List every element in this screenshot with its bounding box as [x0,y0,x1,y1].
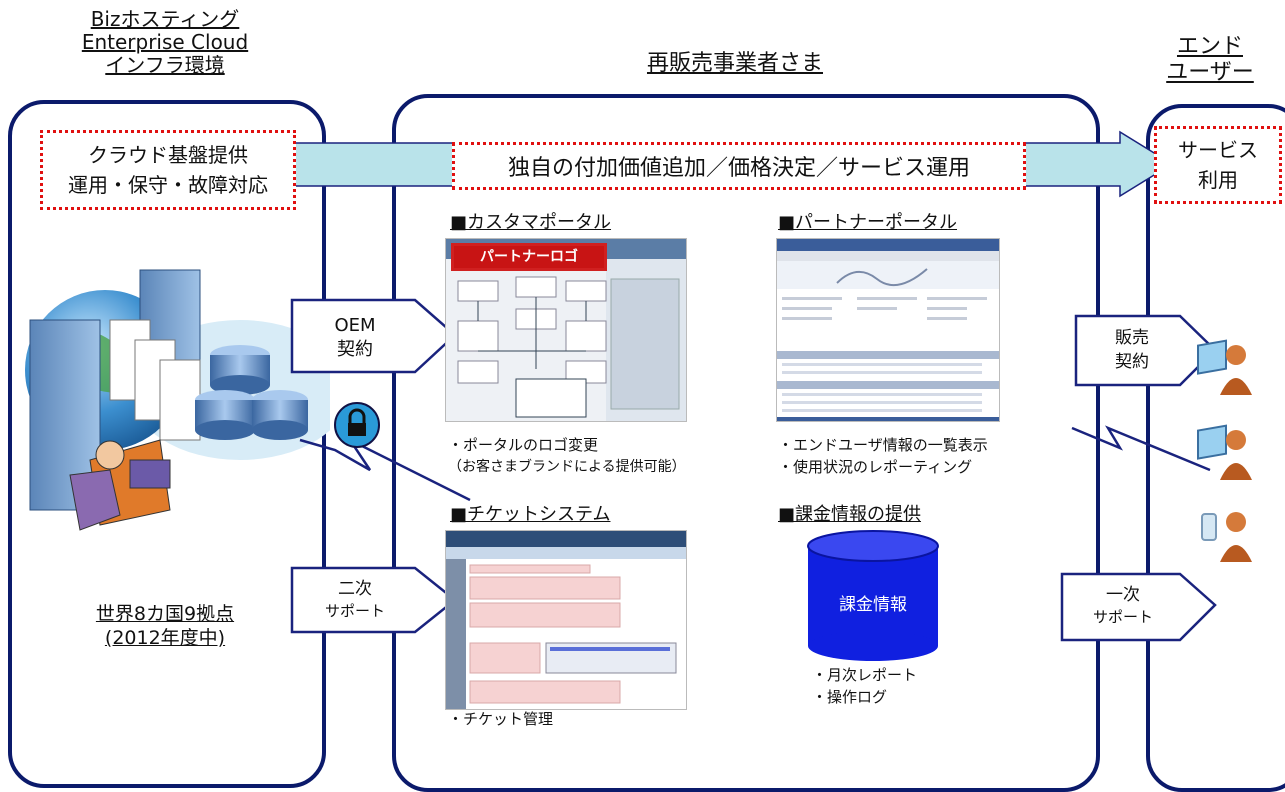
service-use-line1: サービス [1178,138,1258,162]
server-icon [159,359,201,441]
locations-label: 世界8カ国9拠点 (2012年度中) [40,602,290,650]
customer-portal-bullet2: （お客さまブランドによる提供可能） [448,459,686,475]
pc-user-icon [1197,424,1252,480]
reseller-header: 再販売事業者さま [646,51,823,76]
partner-portal-screenshot [776,238,1000,422]
sales-line1: 販売 [1115,328,1149,348]
ticket-system-mock [446,531,686,709]
primary-support-label: 一次 サポート [1068,584,1178,628]
secondary-support-arrow [290,566,458,634]
billing-bullet1: ・月次レポート [812,666,918,684]
service-use-line2: 利用 [1198,168,1238,192]
biz-header-line1: Bizホスティング [90,7,240,31]
partner-portal-bullet2: ・使用状況のレポーティング [778,458,973,476]
cloud-infra-line1: クラウド基盤提供 [88,143,248,167]
end-header-line2: ユーザー [1166,60,1254,85]
primary-support-arrow [1060,572,1217,642]
cloud-infra-line2: 運用・保守・故障対応 [68,173,268,197]
secure-connection [299,402,1211,502]
biz-header-line3: インフラ環境 [105,53,225,77]
customer-portal-bullets: ・ポータルのロゴ変更 （お客さまブランドによる提供可能） [448,434,686,478]
end-user-header: エンド ユーザー [1150,34,1270,86]
database-icons [195,345,308,440]
primary-line2: サポート [1092,608,1153,626]
secondary-support-label: 二次 サポート [300,578,410,622]
end-user-icons [1197,339,1252,562]
end-user-connection-line [1071,425,1211,472]
cloud-infra-service-box: クラウド基盤提供 運用・保守・故障対応 [40,130,296,210]
partner-portal-bullets: ・エンドユーザ情報の一覧表示 ・使用状況のレポーティング [778,434,988,478]
ticket-system-bullet1: ・チケット管理 [448,710,554,728]
secondary-line2: サポート [324,602,385,620]
operator-person-icon [69,439,171,531]
primary-line1: 一次 [1106,585,1140,605]
partner-logo-box: パートナーロゴ [451,243,607,271]
ticket-system-heading: ■チケットシステム [450,504,611,525]
oem-line1: OEM [334,315,376,336]
oem-arrow-label: OEM 契約 [300,314,410,362]
locations-line1: 世界8カ国9拠点 [95,603,235,625]
oem-arrow [290,298,457,374]
sales-arrow-label: 販売 契約 [1082,326,1182,374]
billing-bullets: ・月次レポート ・操作ログ [812,664,917,708]
value-add-box: 独自の付加価値追加／価格決定／サービス運用 [452,142,1026,190]
customer-portal-bullet1: ・ポータルのロゴ変更 [448,436,599,454]
end-header-line1: エンド [1176,34,1243,59]
partner-portal-mock [777,239,999,421]
secondary-line1: 二次 [338,579,372,599]
partner-portal-heading: ■パートナーポータル [778,212,958,233]
connection-line [299,436,471,502]
customer-portal-heading: ■カスタマポータル [450,212,612,233]
contract-arrows [290,298,1217,642]
biz-hosting-header: Bizホスティング Enterprise Cloud インフラ環境 [40,8,290,77]
billing-database [807,530,939,661]
datacenter-illustration [25,269,330,531]
biz-header-line2: Enterprise Cloud [81,30,249,54]
pc-user-icon [1197,339,1252,395]
billing-heading: ■課金情報の提供 [778,504,922,525]
oem-line2: 契約 [337,339,373,360]
ticket-system-screenshot [445,530,687,710]
sales-line2: 契約 [1115,352,1149,372]
service-use-box: サービス 利用 [1154,126,1282,204]
partner-portal-bullet1: ・エンドユーザ情報の一覧表示 [778,436,988,454]
billing-db-label: 課金情報 [839,595,907,615]
billing-bullet2: ・操作ログ [812,688,888,706]
locations-line2: (2012年度中) [104,627,226,649]
ticket-system-bullets: ・チケット管理 [448,708,553,730]
mobile-user-icon [1201,512,1252,562]
